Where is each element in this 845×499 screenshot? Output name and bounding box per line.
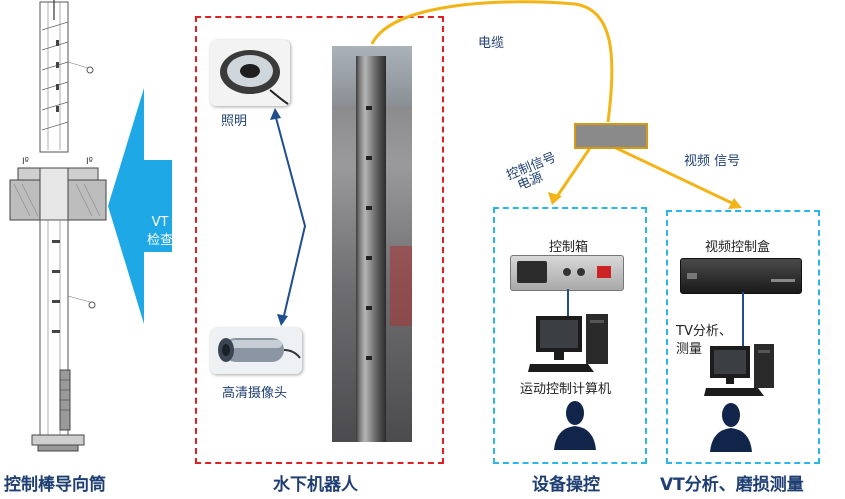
vt-caption-prefix: VT — [660, 475, 685, 495]
control-box-device — [510, 255, 624, 291]
device-control-caption: 设备操控 — [532, 470, 600, 495]
motion-computer-label: 运动控制计算机 — [520, 378, 611, 397]
video-signal-label: 视频 信号 — [684, 150, 740, 169]
video-box-cable — [742, 292, 744, 348]
operator-icon — [552, 398, 598, 450]
vt-analysis-caption: VT分析、磨损测量 — [660, 470, 804, 495]
control-box-label: 控制箱 — [549, 236, 588, 255]
motion-computer-image — [528, 312, 618, 376]
tv-analysis-label-2: 测量 — [676, 338, 702, 357]
tv-analysis-label-1: TV分析、 — [676, 320, 732, 339]
analyst-icon — [708, 400, 754, 452]
junction-box — [574, 123, 648, 149]
analysis-computer-image — [704, 344, 784, 400]
video-control-box-device — [680, 258, 802, 294]
video-control-box-label: 视频控制盒 — [705, 236, 770, 255]
vt-caption-rest: 分析、磨损测量 — [685, 475, 804, 495]
cable-label: 电缆 — [478, 32, 504, 51]
